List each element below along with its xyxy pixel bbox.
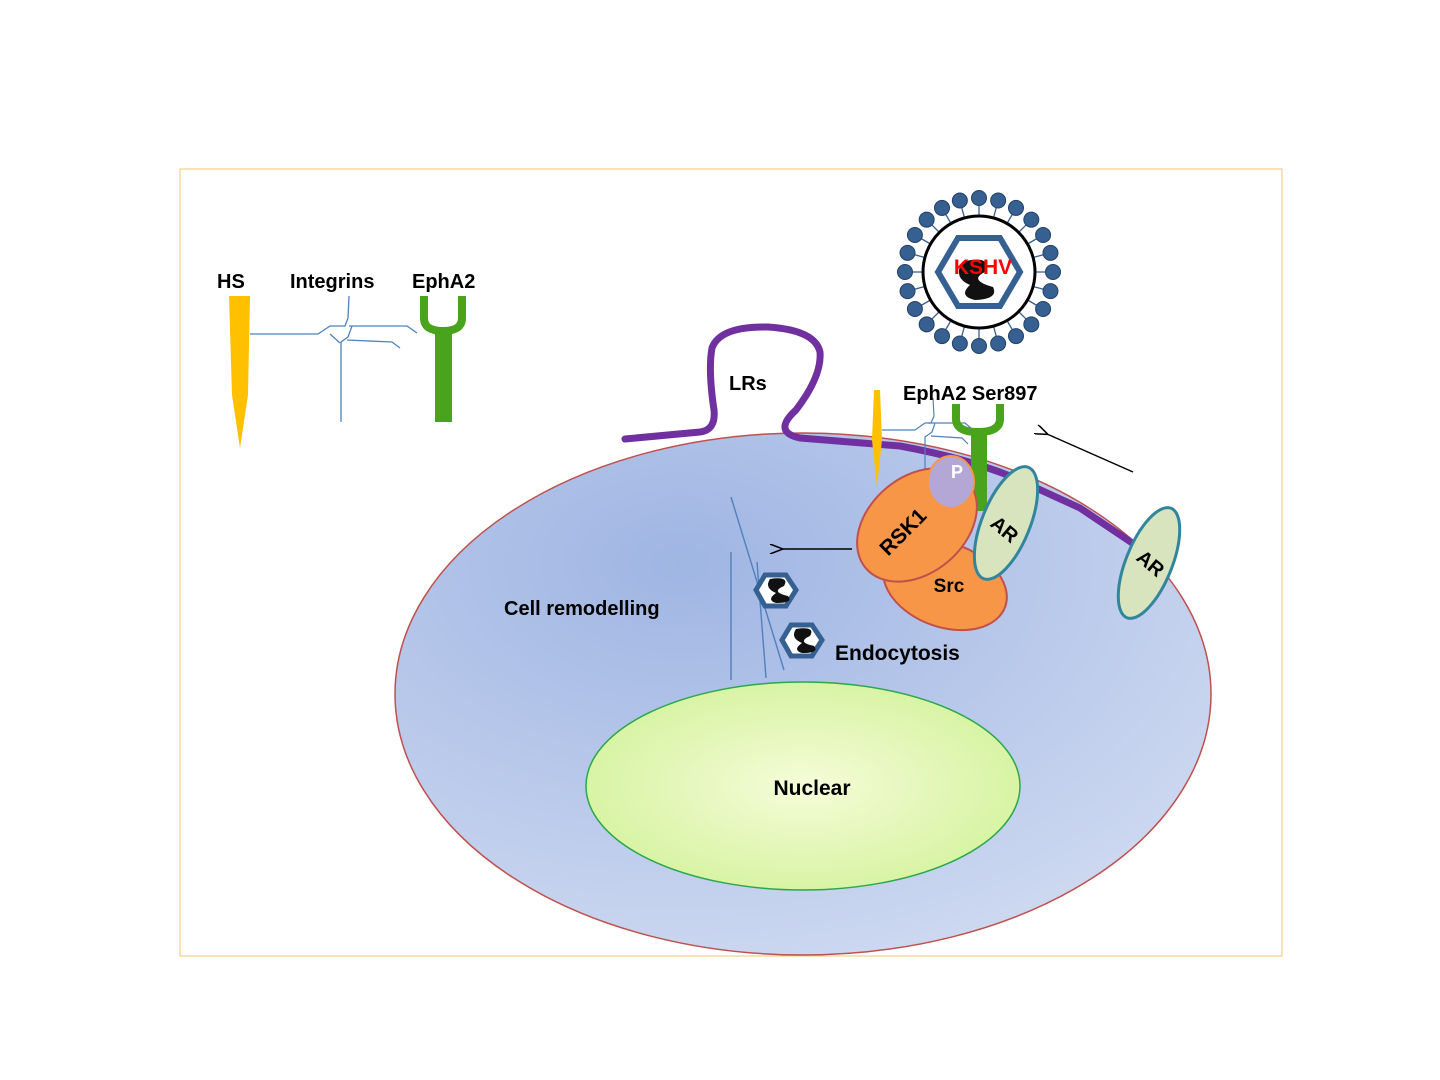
ar-receptor-outer [1116,506,1182,620]
viral-genome-icon [958,259,995,300]
arrows [782,434,1134,549]
membrane-integrin-icon [882,397,973,470]
spike-bead [990,335,1007,352]
cell-remodelling-label: Cell remodelling [504,598,660,620]
spike-bead [934,199,950,216]
spike-bead [951,192,968,209]
spike-bead [1008,328,1024,345]
epha2-ser897-label: EphA2 Ser897 [903,383,1038,405]
kshv-label: KSHV [954,256,1012,279]
legend: HS Integrins EphA2 [217,271,475,448]
endocytosed-capsid-icon [753,572,799,609]
spike-bead [951,335,968,352]
src-label: Src [934,576,965,597]
spike-bead [1023,211,1040,228]
spike-bead [897,264,913,280]
spike-bead [1035,227,1052,243]
phosphate-label: P [951,462,963,482]
spike-bead [906,301,923,317]
spike-bead [990,192,1007,209]
activation-arrow [1047,434,1134,473]
legend-hs-label: HS [217,271,245,293]
endocytosis-label: Endocytosis [835,642,960,665]
endocytosed-capsid-icon [779,622,825,659]
membrane-epha2-icon [952,404,1004,511]
spike-bead [1035,301,1052,317]
endocytosed-virions [753,572,825,659]
spike-bead [971,338,987,354]
virion-glycoprotein-spikes [897,190,1061,354]
kshv-virion: KSHV [897,190,1061,354]
phosphate-group [927,455,975,509]
legend-epha2-label: EphA2 [412,271,475,293]
spike-bead [1008,199,1024,216]
spike-bead [918,316,935,333]
spike-bead [934,328,950,345]
spike-bead [1042,244,1059,261]
spike-bead [899,244,916,261]
epha2-receptor-icon [420,296,466,422]
nucleus-label: Nuclear [773,777,850,800]
integrin-icon [250,295,418,422]
spike-bead [918,211,935,228]
heparan-sulfate-icon [229,296,250,448]
spike-bead [971,190,987,206]
membrane-hs-icon [872,390,882,487]
spike-bead [1042,283,1059,300]
receptor-complex: EphA2 Ser897 [872,383,1038,511]
nucleus [585,681,1021,891]
ar-receptor-inner [972,465,1040,581]
plasma-membrane [621,323,1154,559]
signaling-proteins: Src RSK1 P AR AR [856,455,1182,632]
spike-bead [1023,316,1040,333]
lipid-raft-label: LRs [729,373,767,395]
spike-bead [899,283,916,300]
spike-bead [1045,264,1061,280]
legend-integrins-label: Integrins [290,271,374,293]
spike-bead [906,227,923,243]
